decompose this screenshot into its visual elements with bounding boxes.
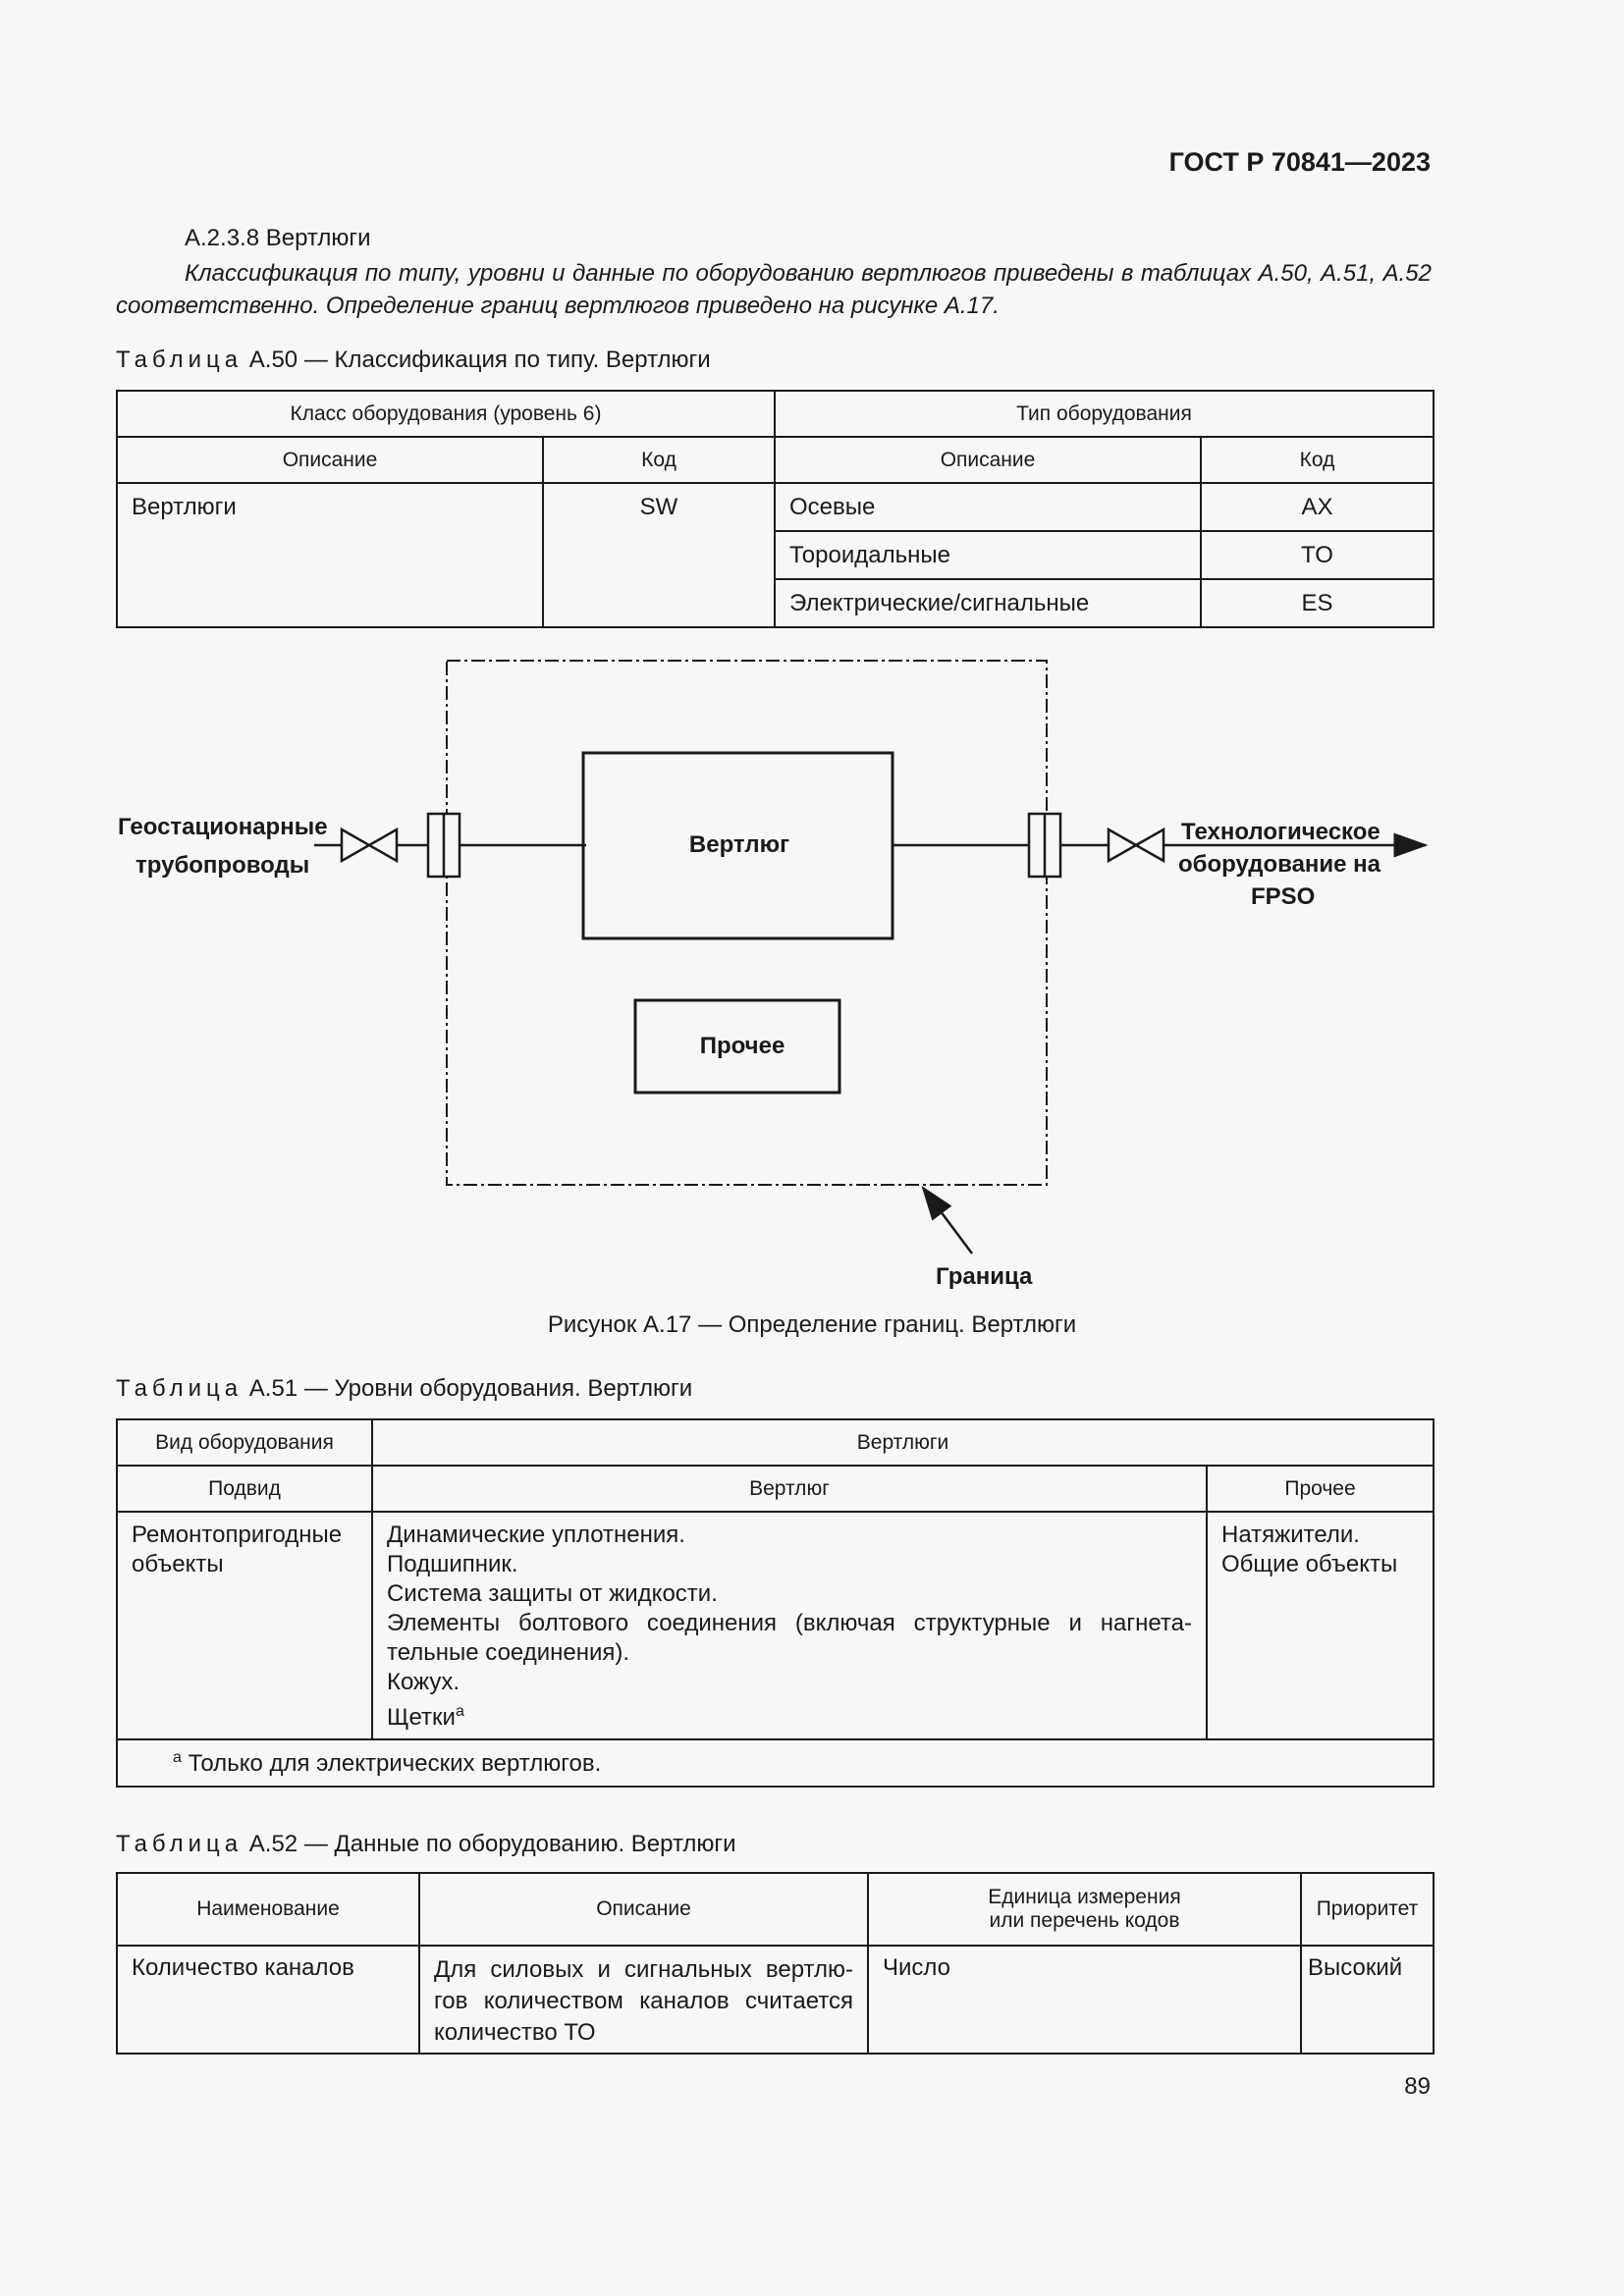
- list-item: Подшипник.: [387, 1551, 518, 1577]
- header-code: Код: [542, 436, 776, 484]
- row-maintainable-items: Ремонтопригодные объекты: [116, 1511, 373, 1740]
- right-label-line3: FPSO: [1251, 883, 1315, 910]
- page-number: 89: [1404, 2073, 1431, 2100]
- swivel-box: [581, 751, 894, 940]
- boundary-label: Граница: [936, 1263, 1033, 1290]
- right-label-line1: Технологическое: [1181, 819, 1380, 845]
- list-item-text: Щетки: [387, 1704, 456, 1731]
- list-item: Система защиты от жидкости.: [387, 1580, 718, 1607]
- header-unit-line1: Единица измерения: [988, 1886, 1181, 1908]
- header-swivels: Вертлюги: [371, 1418, 1435, 1467]
- list-item: Щеткиa: [387, 1697, 1192, 1733]
- table-title: А.51 — Уровни оборудования. Вертлюги: [248, 1375, 693, 1402]
- type-code: ES: [1200, 578, 1435, 628]
- list-item: Натяжители.: [1221, 1522, 1360, 1548]
- valve-icon: [340, 827, 399, 864]
- header-priority: Приоритет: [1300, 1872, 1435, 1947]
- header-unit-line2: или перечень кодов: [989, 1909, 1180, 1932]
- class-description: Вертлюги: [116, 482, 544, 628]
- table-a51: Вид оборудования Вертлюги Подвид Вертлюг…: [116, 1418, 1435, 1788]
- header-description: Описание: [774, 436, 1202, 484]
- header-equipment-class: Класс оборудования (уровень 6): [116, 390, 776, 438]
- list-item: Динамические уплотнения.: [387, 1522, 685, 1548]
- header-description: Описание: [116, 436, 544, 484]
- row-priority: Высокий: [1300, 1945, 1435, 2055]
- boundary-pointer: [921, 1185, 974, 1255]
- list-item: Элементы болтового соединения (включая с…: [387, 1610, 1192, 1636]
- header-name: Наименование: [116, 1872, 420, 1947]
- swivel-items-list: Динамические уплотнения. Подшипник. Сист…: [371, 1511, 1208, 1740]
- table-a52-caption: Таблица А.52 — Данные по оборудованию. В…: [116, 1831, 736, 1858]
- right-label-line2: оборудование на: [1178, 851, 1381, 878]
- table-title: А.50 — Классификация по типу. Вертлюги: [248, 347, 711, 373]
- row-description: Для силовых и сигнальных вертлю- гов кол…: [418, 1945, 869, 2055]
- table-label: Таблица: [116, 1375, 244, 1402]
- header-code: Код: [1200, 436, 1435, 484]
- swivel-label: Вертлюг: [689, 831, 789, 858]
- section-paragraph: Классификация по типу, уровни и данные п…: [116, 260, 1432, 319]
- row-label: Ремонтопригодные объекты: [132, 1522, 343, 1577]
- type-description: Электрические/сигнальные: [774, 578, 1202, 628]
- footnote-marker: a: [455, 1703, 464, 1720]
- other-items-list: Натяжители. Общие объекты: [1206, 1511, 1435, 1740]
- table-footnote: a Только для электрических вертлюгов.: [116, 1738, 1435, 1788]
- row-name: Количество каналов: [116, 1945, 420, 2055]
- type-code: TO: [1200, 530, 1435, 580]
- table-a50-caption: Таблица А.50 — Классификация по типу. Ве…: [116, 347, 711, 374]
- other-box: [633, 998, 841, 1095]
- figure-caption: Рисунок А.17 — Определение границ. Вертл…: [547, 1311, 1077, 1338]
- header-equipment-kind: Вид оборудования: [116, 1418, 373, 1467]
- header-description: Описание: [418, 1872, 869, 1947]
- table-label: Таблица: [116, 1831, 244, 1857]
- header-subtype: Подвид: [116, 1465, 373, 1513]
- row-description-line: Для силовых и сигнальных вертлю-: [434, 1956, 853, 1983]
- table-a52: Наименование Описание Единица измерения …: [116, 1872, 1435, 2055]
- header-unit: Единица измерения или перечень кодов: [867, 1872, 1302, 1947]
- boundary-box: [446, 660, 1048, 1186]
- list-item: Кожух.: [387, 1669, 460, 1695]
- valve-icon: [1107, 827, 1165, 864]
- type-description: Осевые: [774, 482, 1202, 532]
- row-description-line: гов количеством каналов считается: [434, 1988, 853, 2014]
- table-title: А.52 — Данные по оборудованию. Вертлюги: [248, 1831, 736, 1857]
- left-label-line1: Геостационарные: [118, 814, 328, 840]
- list-item: Общие объекты: [1221, 1551, 1398, 1577]
- row-unit: Число: [867, 1945, 1302, 2055]
- document-code: ГОСТ Р 70841—2023: [1168, 147, 1431, 177]
- footnote-text: Только для электрических вертлюгов.: [188, 1749, 602, 1777]
- left-label-line2: трубопроводы: [135, 852, 309, 879]
- section-title: А.2.3.8 Вертлюги: [185, 225, 371, 251]
- boundary-diagram: Вертлюг Прочее Геостационарные трубопров…: [118, 660, 1429, 1290]
- class-code: SW: [542, 482, 776, 628]
- row-description-line: количество ТО: [434, 2019, 596, 2046]
- table-a51-caption: Таблица А.51 — Уровни оборудования. Верт…: [116, 1375, 692, 1403]
- list-item: тельные соединения).: [387, 1639, 630, 1666]
- header-equipment-type: Тип оборудования: [774, 390, 1435, 438]
- footnote-marker: a: [173, 1748, 182, 1766]
- other-label: Прочее: [700, 1033, 785, 1059]
- table-a50: Класс оборудования (уровень 6) Тип обору…: [116, 390, 1435, 628]
- type-code: AX: [1200, 482, 1435, 532]
- header-other: Прочее: [1206, 1465, 1435, 1513]
- header-swivel: Вертлюг: [371, 1465, 1208, 1513]
- table-label: Таблица: [116, 347, 244, 373]
- type-description: Тороидальные: [774, 530, 1202, 580]
